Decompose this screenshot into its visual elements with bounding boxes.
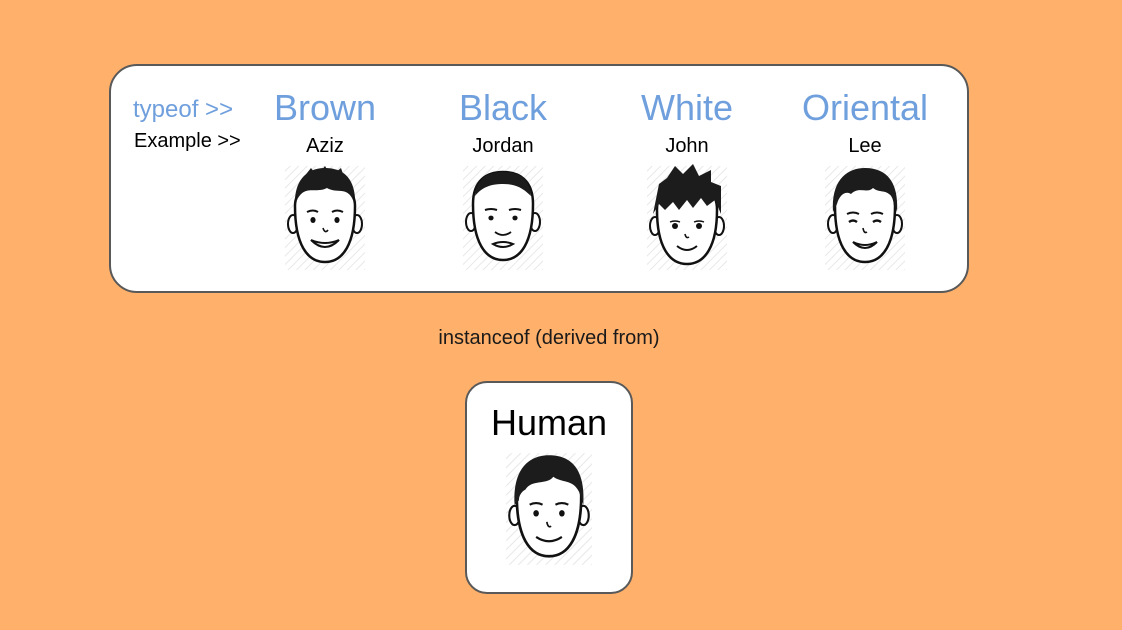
face-icon bbox=[506, 453, 592, 565]
example-label: Example >> bbox=[134, 130, 241, 152]
types-panel: typeof >> Example >> Brown Aziz Black Jo… bbox=[109, 64, 969, 293]
type-name: Black bbox=[458, 87, 548, 128]
spiky-hair-face-icon bbox=[647, 164, 727, 270]
smiling-face-icon bbox=[285, 166, 365, 270]
type-name: Oriental bbox=[801, 87, 929, 128]
human-card: Human bbox=[465, 381, 633, 594]
smiling-face-icon bbox=[825, 166, 905, 270]
type-column-brown: Brown Aziz bbox=[230, 88, 420, 272]
example-name: Jordan bbox=[472, 135, 534, 157]
type-column-white: White John bbox=[592, 88, 782, 272]
type-column-black: Black Jordan bbox=[408, 88, 598, 272]
relation-label: instanceof (derived from) bbox=[438, 327, 660, 349]
example-name: Lee bbox=[848, 135, 882, 157]
type-name: Brown bbox=[273, 87, 377, 128]
typeof-label: typeof >> bbox=[133, 96, 234, 123]
example-name: John bbox=[665, 135, 709, 157]
type-column-oriental: Oriental Lee bbox=[770, 88, 960, 272]
type-name: White bbox=[640, 87, 734, 128]
example-name: Aziz bbox=[306, 135, 344, 157]
human-title: Human bbox=[490, 402, 608, 443]
bald-face-icon bbox=[463, 166, 543, 270]
